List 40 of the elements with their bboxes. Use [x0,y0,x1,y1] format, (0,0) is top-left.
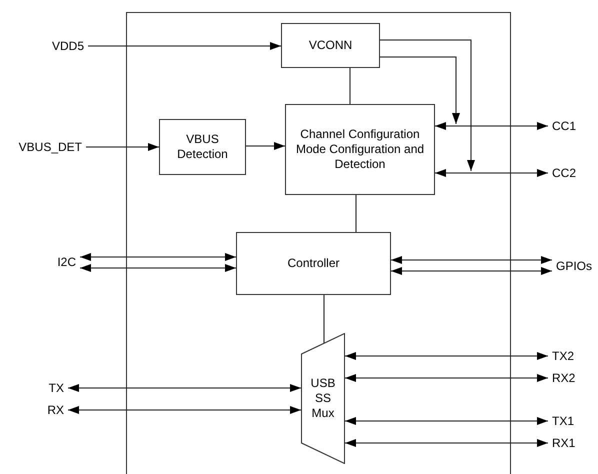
arrow [390,256,552,264]
block-label: VBUS Detection [176,132,229,162]
arrow [344,352,548,360]
pin-label: TX [48,380,64,396]
pin-label: CC2 [552,166,576,180]
arrow [344,374,548,382]
block-box [281,23,380,68]
arrow [68,406,302,414]
arrow [380,40,475,172]
pin-label: I2C [57,254,76,270]
block-label: USB SS Mux [310,376,336,421]
block-box [285,104,435,195]
pin-label: VDD5 [52,38,84,54]
arrow [434,169,548,177]
pin-label: VBUS_DET [18,140,82,154]
arrow [434,122,548,130]
block-label: VCONN [308,38,352,53]
arrow [390,267,552,275]
chip-outline [126,12,511,474]
arrow [246,142,286,150]
block-box [236,232,391,295]
block-box [159,119,246,175]
pin-label: RX1 [552,436,576,450]
mux-block [301,333,345,464]
arrow [80,253,236,261]
arrow [344,417,548,425]
pin-label: CC1 [552,118,576,134]
block-label: Controller [287,256,340,271]
arrow [88,42,282,50]
pin-label: GPIOs [556,258,592,274]
arrow [380,56,460,124]
pin-label: RX [47,402,64,418]
arrow [86,143,160,151]
pin-label: TX1 [552,414,574,428]
pin-label: RX2 [552,370,576,386]
arrow [68,384,302,392]
pin-label: TX2 [552,348,574,364]
arrow [80,264,236,272]
arrow [344,439,548,447]
block-label: Channel Configuration Mode Configuration and Detection [294,127,426,172]
